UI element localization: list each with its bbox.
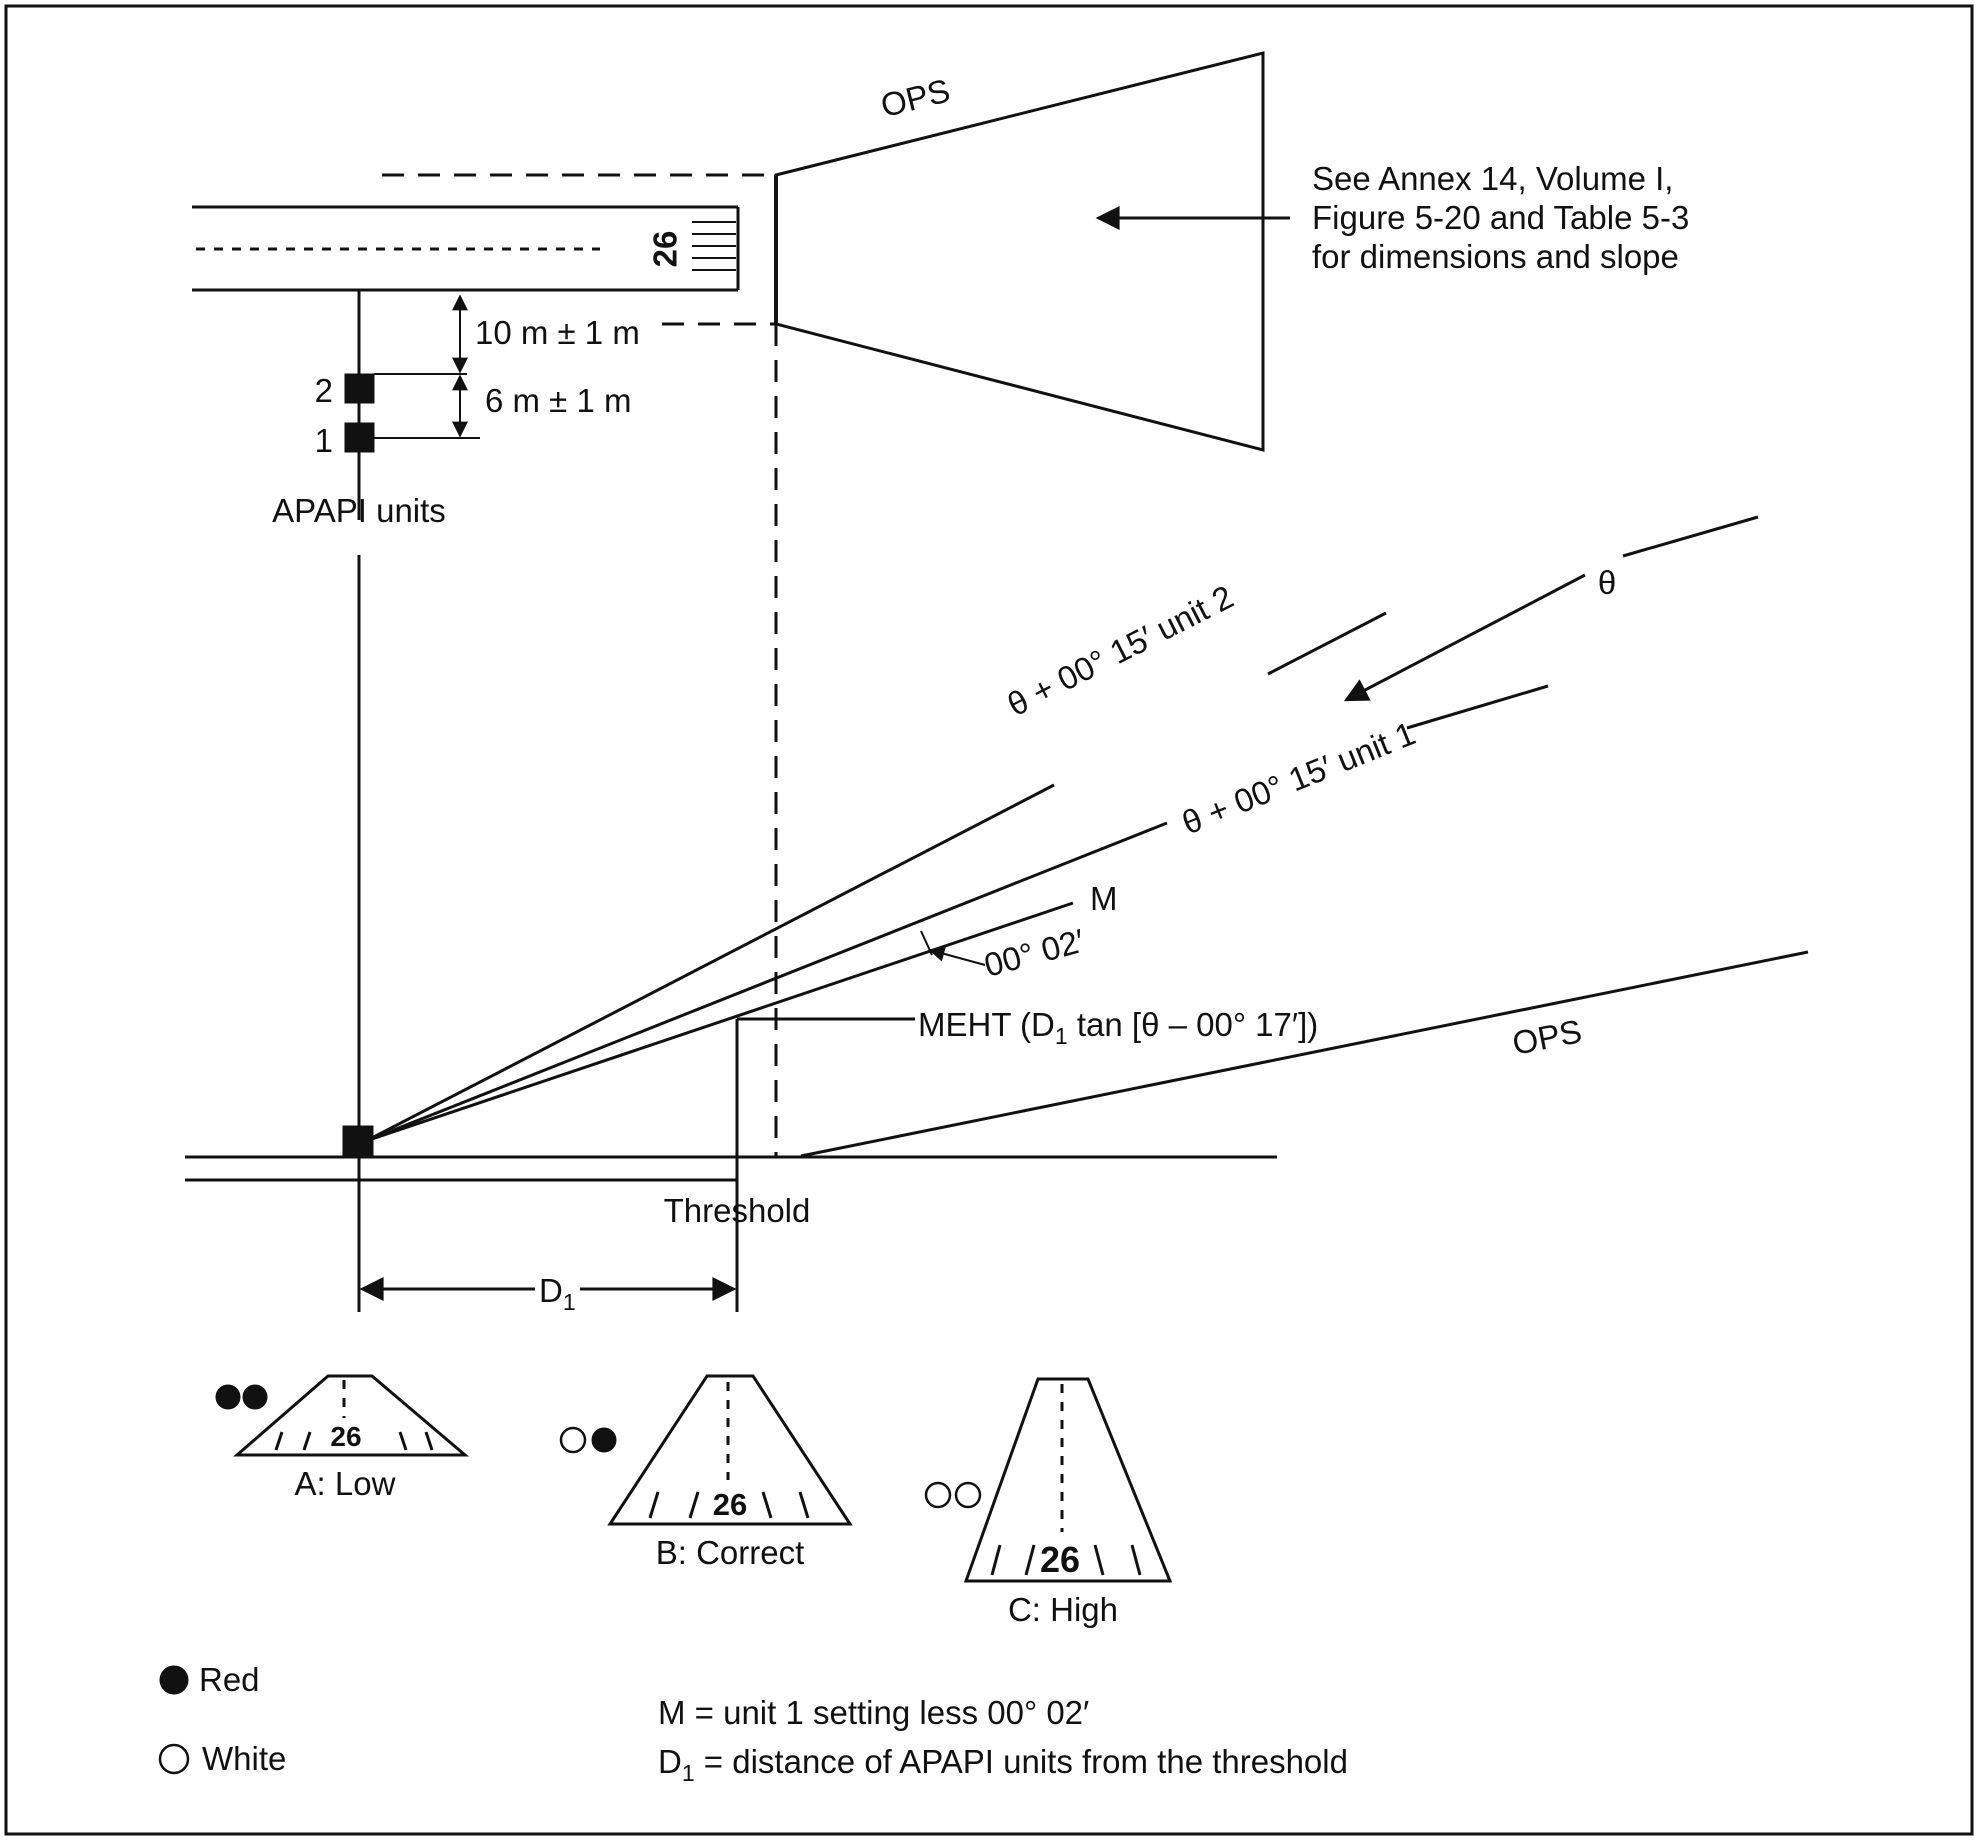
beam-unit-1-label: θ + 00° 15′ unit 1 [1177, 714, 1421, 841]
view-low-light-1 [215, 1384, 241, 1410]
view-correct-runway [607, 1374, 853, 1526]
view-low-label: A: Low [295, 1465, 396, 1502]
view-low-number: 26 [330, 1421, 361, 1452]
beam-unit-1-upper [1406, 684, 1549, 730]
view-high-light-2 [954, 1481, 982, 1509]
m-label: M [1090, 880, 1118, 917]
ops-label-plan: OPS [877, 71, 954, 124]
ops-label-profile: OPS [1509, 1012, 1584, 1062]
view-high-number: 26 [1040, 1539, 1080, 1580]
d1-label: D1 [539, 1272, 576, 1315]
theta-label: θ [1598, 564, 1616, 601]
note-d1: D1 = distance of APAPI units from the th… [658, 1743, 1348, 1786]
dim-10m-label: 10 m ± 1 m [475, 314, 640, 351]
threshold-label: Threshold [664, 1192, 811, 1229]
legend-red-swatch [159, 1665, 189, 1695]
view-high: 26 C: High [924, 1377, 1173, 1628]
threshold-stripes [692, 221, 736, 271]
view-high-runway [963, 1377, 1173, 1583]
meht-label: MEHT (D1 tan [θ – 00° 17′]) [918, 1006, 1318, 1049]
ops-surface-plan [774, 51, 1265, 452]
view-high-label: C: High [1008, 1591, 1118, 1628]
legend-white-swatch [158, 1743, 190, 1775]
apapi-unit-1-marker [344, 422, 375, 453]
beam-unit-2-lower [365, 783, 1055, 1143]
view-low-light-2 [242, 1384, 268, 1410]
view-correct-light-1 [559, 1426, 587, 1454]
plan-view: 26 OPS See Annex 14, Volume I, Figure 5-… [192, 51, 1689, 529]
view-low-runway [232, 1374, 470, 1457]
apapi-unit-profile [342, 1125, 374, 1157]
notes: M = unit 1 setting less 00° 02′ D1 = dis… [658, 1694, 1348, 1786]
runway-number-plan: 26 [647, 231, 684, 268]
theta-arrow [1343, 573, 1586, 702]
view-correct-label: B: Correct [656, 1534, 805, 1571]
beam-m-line [365, 901, 1074, 1143]
view-correct-number: 26 [713, 1487, 747, 1522]
apapi-unit-1-label: 1 [315, 422, 333, 459]
beam-unit-1-lower [365, 821, 1168, 1143]
figure-border [4, 4, 1974, 1836]
annex-note-line-3: for dimensions and slope [1312, 238, 1679, 275]
note-m: M = unit 1 setting less 00° 02′ [658, 1694, 1089, 1731]
legend: Red White [158, 1661, 286, 1777]
apapi-unit-2-label: 2 [315, 372, 333, 409]
annex-note-line-1: See Annex 14, Volume I, [1312, 160, 1673, 197]
view-high-light-1 [924, 1481, 952, 1509]
dim-6m-label: 6 m ± 1 m [485, 382, 631, 419]
view-correct-light-2 [591, 1427, 617, 1453]
profile-view: MEHT (D1 tan [θ – 00° 17′]) θ + 00° 15′ … [185, 324, 1809, 1315]
theta-line-upper [1622, 515, 1759, 558]
legend-red-label: Red [199, 1661, 260, 1698]
apapi-units-label: APAPI units [272, 492, 446, 529]
view-low: 26 A: Low [215, 1374, 470, 1502]
ops-surface-profile [800, 950, 1809, 1158]
beam-unit-2-label: θ + 00° 15′ unit 2 [1001, 578, 1239, 723]
view-correct: 26 B: Correct [559, 1374, 853, 1571]
offset-arrow [928, 946, 986, 966]
beam-unit-2-upper [1267, 611, 1387, 676]
legend-white-label: White [202, 1740, 286, 1777]
annex-note-line-2: Figure 5-20 and Table 5-3 [1312, 199, 1689, 236]
apapi-unit-2-marker [344, 373, 375, 404]
offset-label: 00° 02′ [980, 922, 1088, 984]
